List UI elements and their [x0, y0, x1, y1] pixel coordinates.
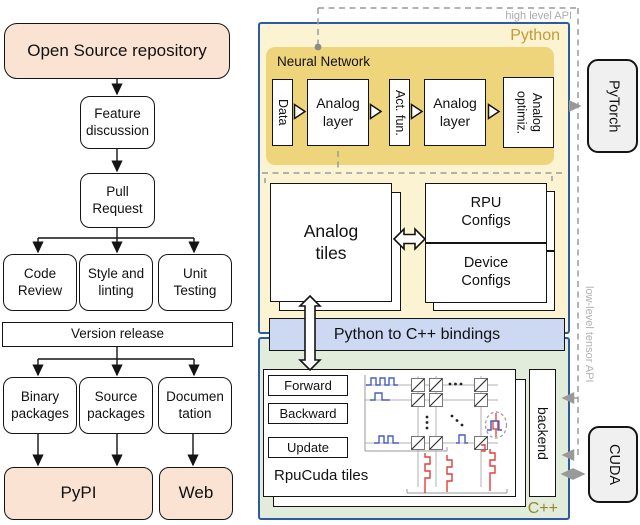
code-review-box: Code Review [3, 254, 77, 311]
crossbar-array-graphic [364, 375, 508, 494]
binary-packages-box: Binary packages [3, 377, 77, 434]
backend-box: backend [529, 369, 556, 497]
pytorch-box: PyTorch [587, 59, 638, 153]
python-section-label: Python [510, 27, 560, 44]
style-linting-box: Style and linting [79, 254, 153, 311]
cuda-box: CUDA [588, 426, 638, 503]
version-release-box: Version release [2, 322, 233, 347]
chevron-right-icon [293, 103, 307, 120]
open-source-repo-box: Open Source repository [4, 23, 230, 79]
analog-layer-1-box: Analog layer [307, 79, 369, 146]
rpucuda-label: RpuCuda tiles [274, 467, 369, 484]
red-pulses [424, 444, 496, 493]
source-packages-box: Source packages [79, 377, 153, 434]
chevron-right-icon [410, 103, 424, 120]
update-box: Update [268, 437, 348, 458]
pypi-box: PyPI [4, 467, 153, 520]
pull-request-box: Pull Request [80, 173, 155, 228]
analog-tiles-box: Analog tiles [270, 183, 392, 302]
bindings-bar: Python to C++ bindings [269, 318, 565, 351]
act-fun-box: Act. fun. [389, 79, 410, 146]
analog-optimizer-box: Analog optimiz. [503, 77, 554, 148]
low-level-api-label: low-level tensor API [583, 286, 595, 383]
chevron-right-icon [487, 103, 501, 120]
backward-box: Backward [268, 403, 348, 424]
documentation-box: Documen tation [158, 377, 232, 434]
pulse-coincidence-icon [484, 411, 508, 439]
device-configs-box: Device Configs [425, 243, 547, 303]
chevron-right-icon [369, 103, 383, 120]
rpu-configs-box: RPU Configs [425, 183, 547, 243]
forward-box: Forward [268, 375, 348, 396]
unit-testing-box: Unit Testing [158, 254, 232, 311]
blue-pulses [366, 377, 468, 444]
analog-layer-2-box: Analog layer [424, 79, 486, 146]
data-box: Data [272, 79, 293, 146]
web-box: Web [159, 467, 233, 520]
feature-discussion-box: Feature discussion [80, 96, 155, 149]
cpp-section-label: C++ [527, 500, 558, 517]
high-level-api-label: high level API [505, 10, 572, 22]
neural-network-label: Neural Network [277, 54, 371, 69]
ellipsis-dots [425, 382, 464, 430]
